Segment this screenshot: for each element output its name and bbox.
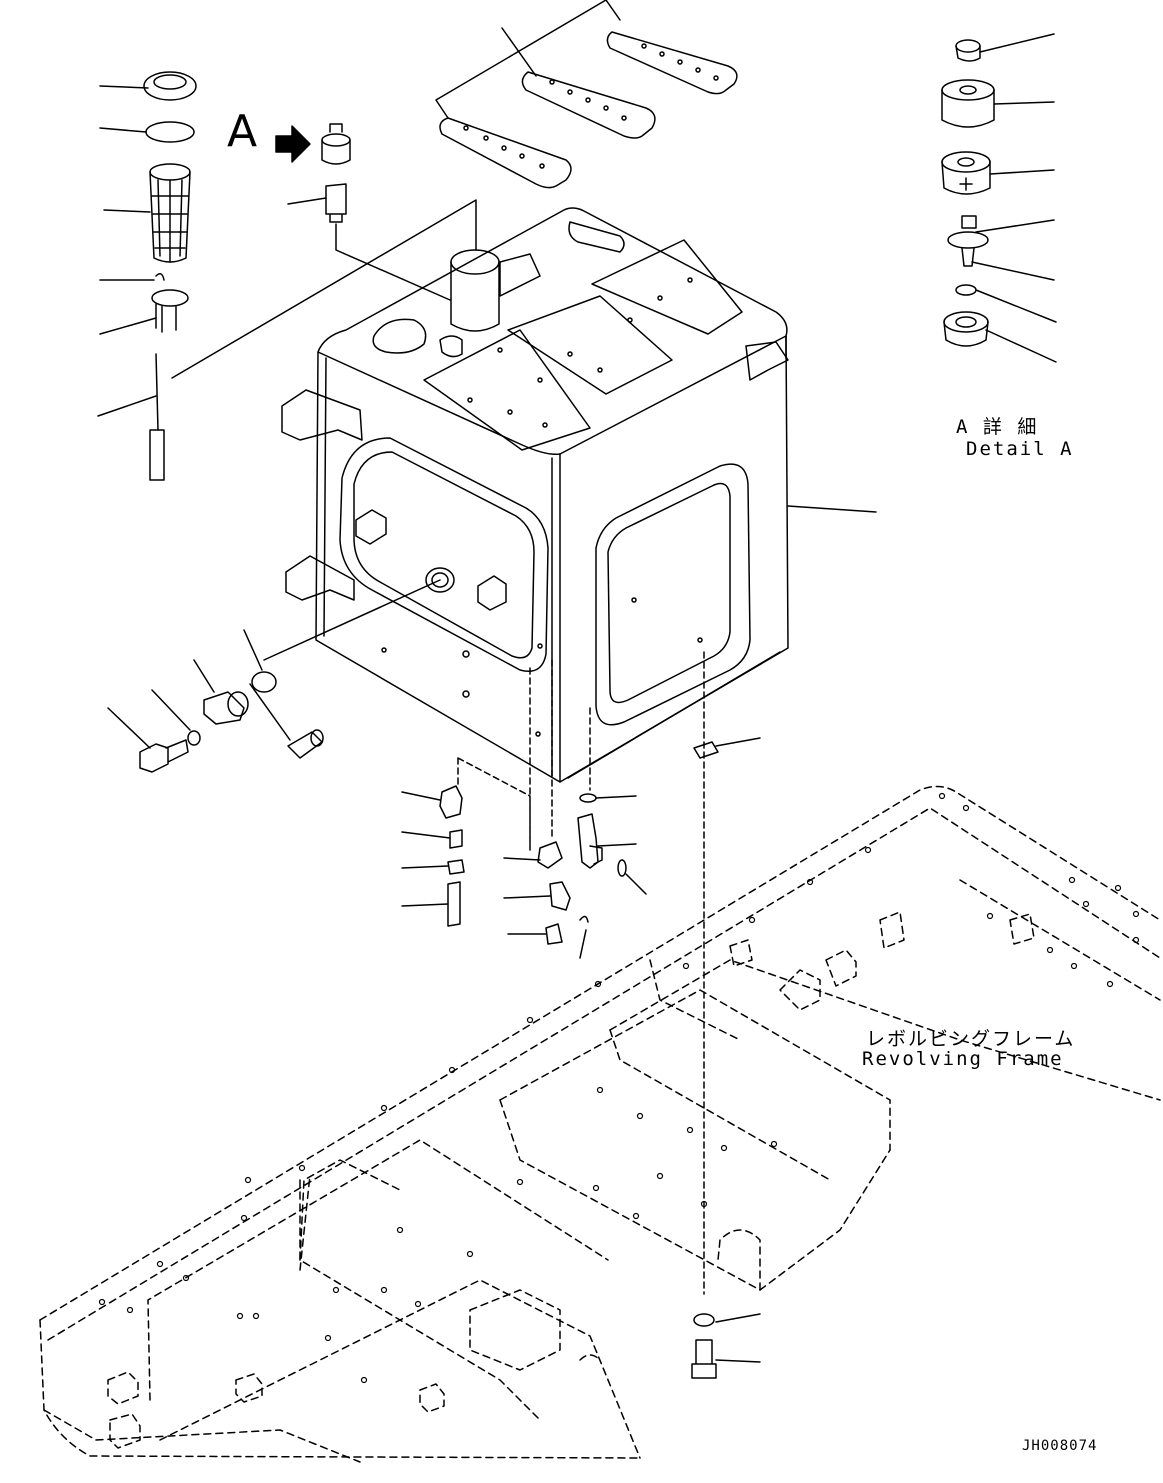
leader-line — [971, 33, 1057, 363]
detail-a-nut — [943, 311, 989, 347]
pipe — [447, 881, 461, 927]
pin — [155, 273, 165, 281]
mounting-bolt — [691, 1339, 717, 1379]
bracket — [693, 741, 719, 759]
clamp — [151, 289, 189, 333]
detail-a-valve — [947, 215, 989, 267]
leader-line — [551, 659, 591, 841]
leader-line — [715, 1313, 761, 1363]
frame-holes — [98, 792, 1140, 1384]
detail-a-element — [941, 151, 991, 195]
cover-plate — [521, 71, 656, 139]
leader-line — [787, 505, 877, 513]
leader-line — [401, 791, 647, 959]
adapter — [325, 183, 347, 223]
breather-detail — [321, 123, 351, 165]
cover-plate — [606, 31, 738, 95]
detail-a-cap — [955, 39, 981, 62]
leader-line — [97, 85, 157, 417]
revolving-frame — [39, 785, 1161, 1463]
revolving-frame-label-en: Revolving Frame — [862, 1048, 1064, 1070]
detail-a-o-ring — [955, 284, 977, 296]
view-marker-a: A — [227, 106, 257, 157]
gasket — [251, 671, 277, 693]
leader-line — [287, 197, 451, 301]
right-arrow-icon — [275, 125, 311, 163]
o-ring — [145, 121, 195, 143]
detail-a-label-en: Detail A — [966, 438, 1074, 460]
leader-line — [435, 0, 621, 119]
washer — [693, 1313, 715, 1327]
nipple — [449, 829, 463, 849]
detail-a-filter — [941, 79, 995, 128]
detail-a-label-jp: A 詳 細 — [956, 416, 1039, 438]
leader-line — [715, 737, 761, 747]
washer — [187, 730, 201, 746]
drain-valve — [577, 813, 603, 869]
adapter-fitting — [549, 881, 571, 911]
drawing-code: JH008074 — [1022, 1438, 1098, 1454]
leader-line — [107, 629, 291, 749]
o-ring — [579, 915, 589, 923]
elbow-fitting — [439, 785, 463, 819]
plug-fitting — [545, 923, 563, 945]
float — [287, 729, 324, 759]
level-switch — [203, 691, 249, 725]
leader-line — [263, 579, 441, 661]
level-gauge-rod — [149, 353, 165, 481]
strainer-cap — [143, 71, 197, 101]
nut-fitting — [447, 859, 465, 875]
o-ring — [617, 859, 627, 877]
hydraulic-tank — [281, 207, 789, 783]
elbow-fitting — [537, 841, 563, 869]
leader-line — [171, 199, 477, 379]
cover-plate — [439, 117, 572, 189]
bolt — [139, 739, 189, 773]
o-ring — [579, 793, 597, 803]
strainer — [149, 163, 191, 263]
leader-line — [457, 667, 531, 851]
revolving-frame-label-jp: レボルビングフレーム — [866, 1028, 1076, 1050]
